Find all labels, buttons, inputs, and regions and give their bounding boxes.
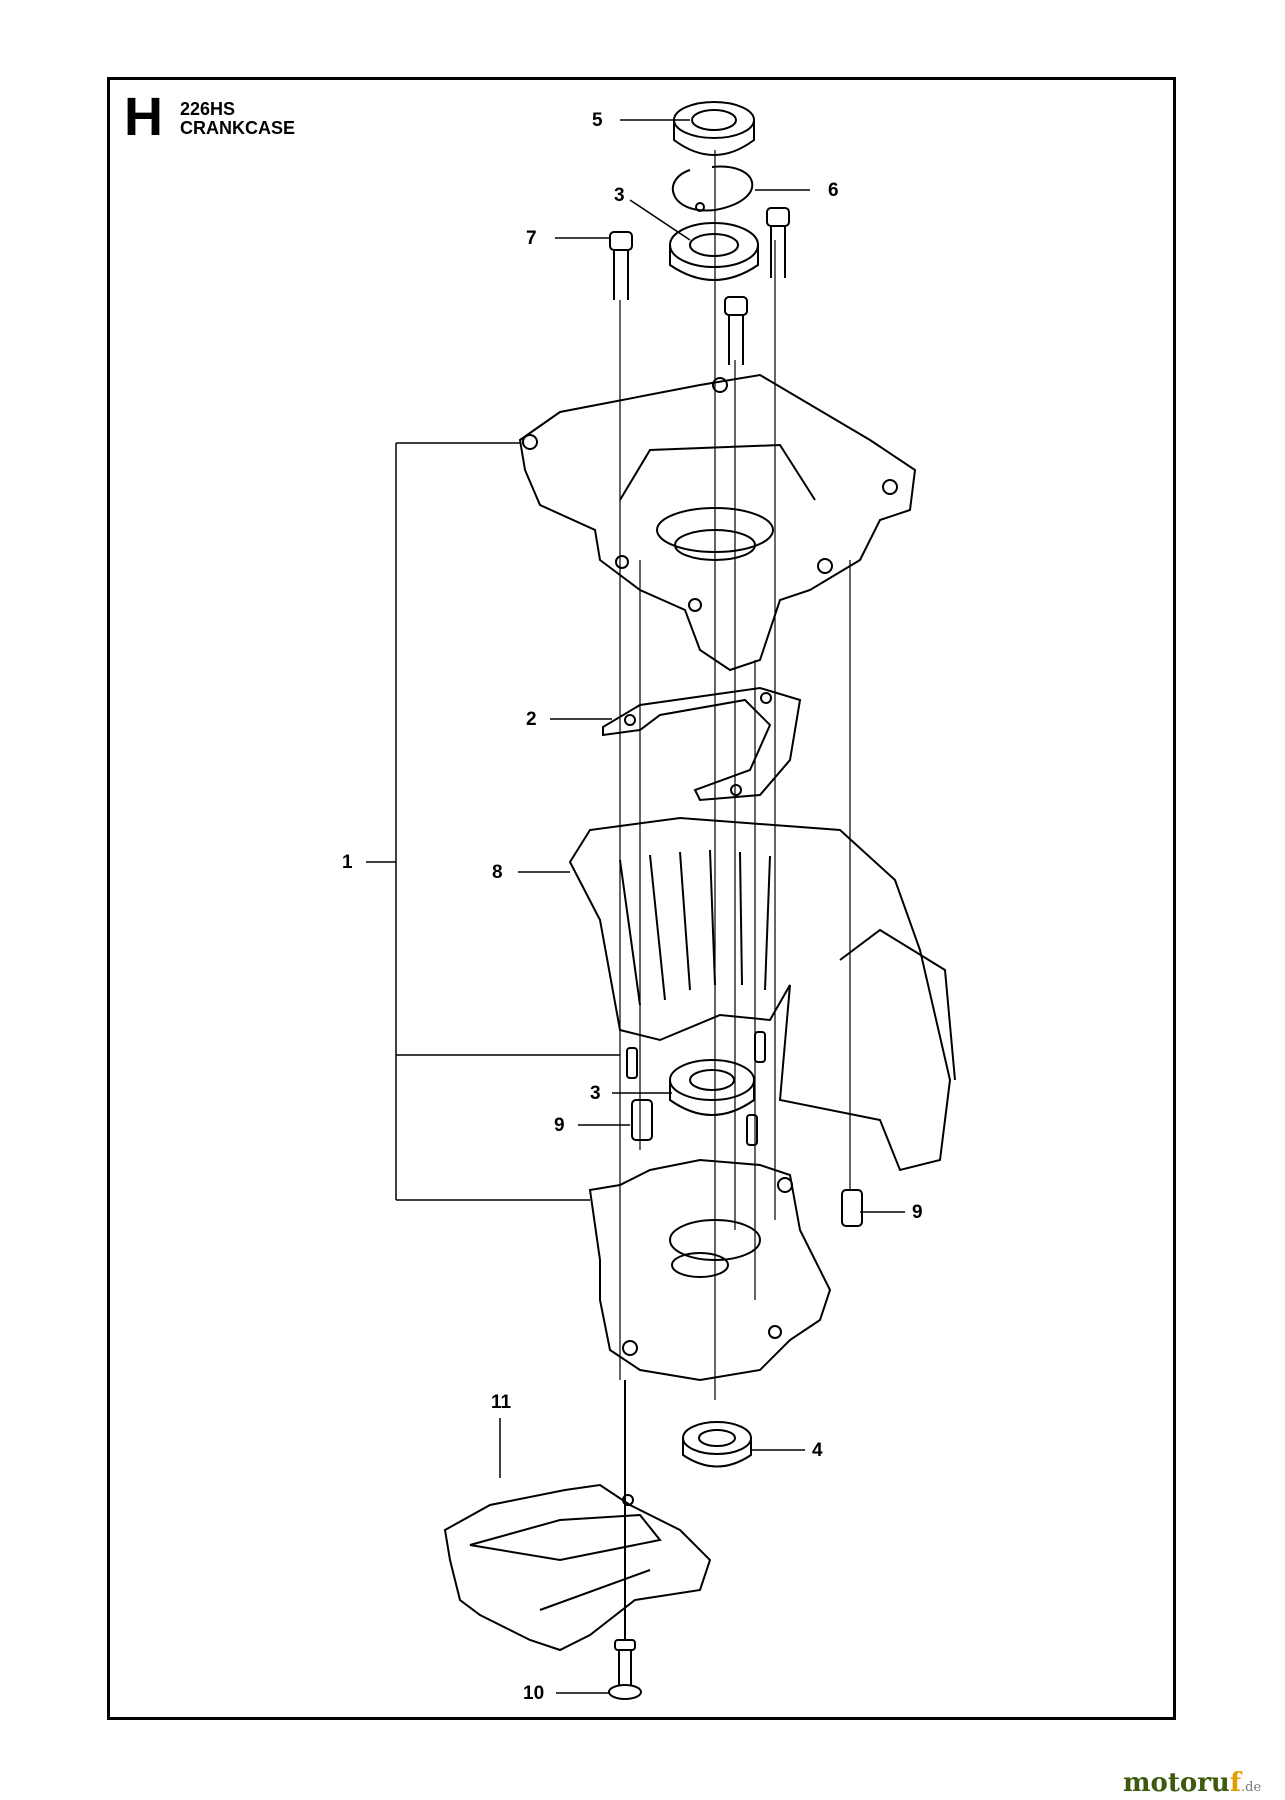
callout-7: 7: [526, 228, 537, 249]
part-screws-top: [609, 207, 790, 365]
part-screw-bottom: [608, 1380, 642, 1700]
watermark-brand: motoru: [1123, 1768, 1230, 1798]
part-dowel-pins: [626, 1031, 766, 1146]
watermark-logo: motoruf.de: [1123, 1768, 1261, 1798]
part-sleeves: [631, 1099, 863, 1227]
assembly-name: CRANKCASE: [180, 117, 296, 138]
part-circlip: [671, 165, 754, 212]
part-gasket: [602, 686, 802, 802]
part-bearing-top: [669, 222, 759, 281]
part-crankcase-upper: [518, 373, 917, 672]
callout-3-lower: 3: [590, 1083, 601, 1104]
assembly-title: 226HS CRANKCASE: [180, 100, 295, 138]
diagram-frame: [107, 77, 1176, 1720]
callout-9-right: 9: [912, 1202, 923, 1223]
callout-8: 8: [492, 862, 503, 883]
part-seal-top: [673, 101, 755, 156]
part-cover: [568, 816, 956, 1172]
leader-lines: [366, 119, 905, 1694]
part-crankcase-lower: [588, 1158, 832, 1382]
callout-2: 2: [526, 709, 537, 730]
watermark-accent: f: [1229, 1768, 1241, 1798]
callout-1: 1: [342, 852, 353, 873]
callout-6: 6: [828, 180, 839, 201]
part-bearing-lower: [669, 1059, 755, 1116]
part-bottom-cover: [443, 1483, 712, 1652]
section-letter: H: [124, 87, 163, 147]
callout-11: 11: [491, 1392, 512, 1413]
callout-3-top: 3: [614, 185, 625, 206]
part-seal-lower: [682, 1421, 752, 1468]
watermark-tld: .de: [1241, 1780, 1262, 1795]
callout-10: 10: [523, 1683, 545, 1704]
callout-4: 4: [812, 1440, 823, 1461]
callout-5: 5: [592, 110, 603, 131]
model-name: 226HS: [180, 99, 236, 119]
callout-9-left: 9: [554, 1115, 565, 1136]
